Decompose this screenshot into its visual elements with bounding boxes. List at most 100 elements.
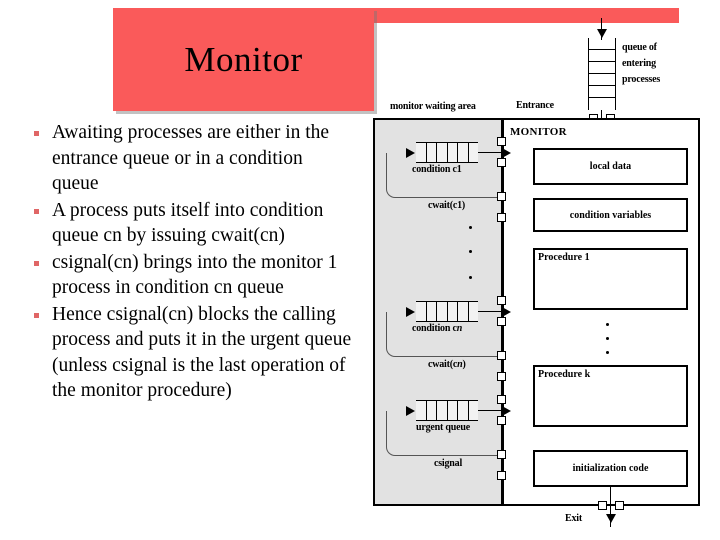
urgent-exit-line — [478, 410, 504, 411]
queue-cell — [589, 98, 615, 110]
queue-cell — [416, 143, 427, 162]
monitor-gate-5 — [497, 296, 506, 305]
entry-queue-label-line2: entering — [622, 58, 656, 69]
monitor-gate-9 — [497, 395, 506, 404]
monitor-gate-2 — [497, 158, 506, 167]
monitor-box-procedure-k: Procedure k — [533, 365, 688, 427]
monitor-gate-4 — [497, 213, 506, 222]
queue-cell — [469, 143, 479, 162]
monitor-box-condition-variables: condition variables — [533, 198, 688, 232]
bullet-square-icon — [34, 312, 39, 318]
cwait-c1-label: cwait(c1) — [428, 200, 466, 211]
monitor-box-label: initialization code — [572, 463, 649, 474]
list-item-text: Awaiting processes are either in the ent… — [52, 122, 330, 194]
cn-enter-arrow-icon — [406, 307, 415, 317]
entry-queue-label-line1: queue of — [622, 42, 657, 53]
cwait-cn-loop-path — [386, 312, 410, 357]
queue-cell — [437, 302, 448, 321]
urgent-queue-label: urgent queue — [416, 422, 470, 433]
queue-cell — [589, 38, 615, 50]
queue-cell — [416, 401, 427, 420]
condition-cn-label: condition cn — [412, 323, 463, 334]
monitor-box-label: local data — [589, 161, 632, 172]
monitor-gate-11 — [497, 450, 506, 459]
list-item: A process puts itself into condition que… — [14, 198, 364, 249]
monitor-gate-3 — [497, 192, 506, 201]
monitor-gate-8 — [497, 372, 506, 381]
queue-cell — [458, 401, 469, 420]
entry-queue — [588, 38, 616, 110]
queue-cell — [437, 143, 448, 162]
queue-cell — [416, 302, 427, 321]
c1-exit-line — [478, 152, 504, 153]
monitor-box-local-data: local data — [533, 148, 688, 185]
bullet-square-icon — [34, 260, 39, 266]
queue-cell — [427, 143, 437, 162]
queue-cell — [589, 62, 615, 74]
csignal-label: csignal — [434, 458, 463, 469]
bullet-square-icon — [34, 208, 39, 214]
list-item-text: Hence csignal(cn) blocks the calling pro… — [52, 303, 352, 402]
condition-c1-label: condition c1 — [412, 164, 462, 175]
waiting-area-label: monitor waiting area — [390, 101, 476, 112]
c1-enter-arrow-icon — [406, 148, 415, 158]
list-item-text: csignal(cn) brings into the monitor 1 pr… — [52, 251, 338, 299]
cwait-cn-line — [409, 356, 501, 357]
monitor-gate-1 — [497, 137, 506, 146]
queue-cell — [589, 50, 615, 62]
page-title: Monitor — [184, 39, 303, 79]
entry-queue-label-line3: processes — [622, 74, 661, 85]
list-item: Hence csignal(cn) blocks the calling pro… — [14, 302, 364, 404]
monitor-diagram: queue of entering processes Entrance mon… — [370, 0, 720, 540]
monitor-box-procedure-1: Procedure 1 — [533, 248, 688, 310]
monitor-gate-6 — [497, 317, 506, 326]
urgent-queue — [416, 400, 478, 421]
exit-arrow-icon — [606, 514, 616, 523]
queue-cell — [437, 401, 448, 420]
incoming-arrow-icon — [597, 29, 607, 38]
ellipsis-dot — [469, 276, 472, 279]
list-item: csignal(cn) brings into the monitor 1 pr… — [14, 250, 364, 301]
exit-label: Exit — [565, 513, 582, 524]
ellipsis-dot — [469, 226, 472, 229]
monitor-box-label: condition variables — [569, 209, 652, 221]
monitor-gate-7 — [497, 351, 506, 360]
queue-cell — [469, 302, 479, 321]
csignal-loop-path — [386, 411, 410, 456]
title-banner — [113, 8, 374, 111]
queue-cell — [448, 143, 458, 162]
queue-cell — [469, 401, 479, 420]
condition-queue-cn — [416, 301, 478, 322]
ellipsis-dot — [606, 351, 609, 354]
queue-cell — [589, 86, 615, 98]
monitor-box-label: Procedure k — [538, 369, 591, 380]
c1-exit-arrow-icon — [502, 148, 511, 158]
urgent-exit-arrow-icon — [502, 406, 511, 416]
queue-cell — [427, 401, 437, 420]
ellipsis-dot — [469, 250, 472, 253]
cwait-c1-loop-path — [386, 153, 410, 198]
monitor-gate-10 — [497, 416, 506, 425]
monitor-box-initialization-code: initialization code — [533, 450, 688, 487]
list-item-text: A process puts itself into condition que… — [52, 199, 324, 247]
queue-cell — [458, 302, 469, 321]
queue-cell — [589, 74, 615, 86]
condition-queue-c1 — [416, 142, 478, 163]
bullet-square-icon — [34, 131, 39, 136]
queue-cell — [427, 302, 437, 321]
monitor-box-label: Procedure 1 — [538, 252, 590, 263]
queue-cell — [458, 143, 469, 162]
csignal-line — [409, 455, 501, 456]
ellipsis-dot — [606, 323, 609, 326]
list-item: Awaiting processes are either in the ent… — [14, 120, 364, 197]
monitor-title-label: MONITOR — [510, 126, 567, 138]
exit-gate-right — [615, 501, 624, 510]
queue-cell — [448, 302, 458, 321]
exit-gate-left — [598, 501, 607, 510]
urgent-enter-arrow-icon — [406, 406, 415, 416]
monitor-gate-12 — [497, 471, 506, 480]
ellipsis-dot — [606, 337, 609, 340]
queue-cell — [448, 401, 458, 420]
cn-exit-arrow-icon — [502, 307, 511, 317]
exit-line — [610, 487, 611, 527]
